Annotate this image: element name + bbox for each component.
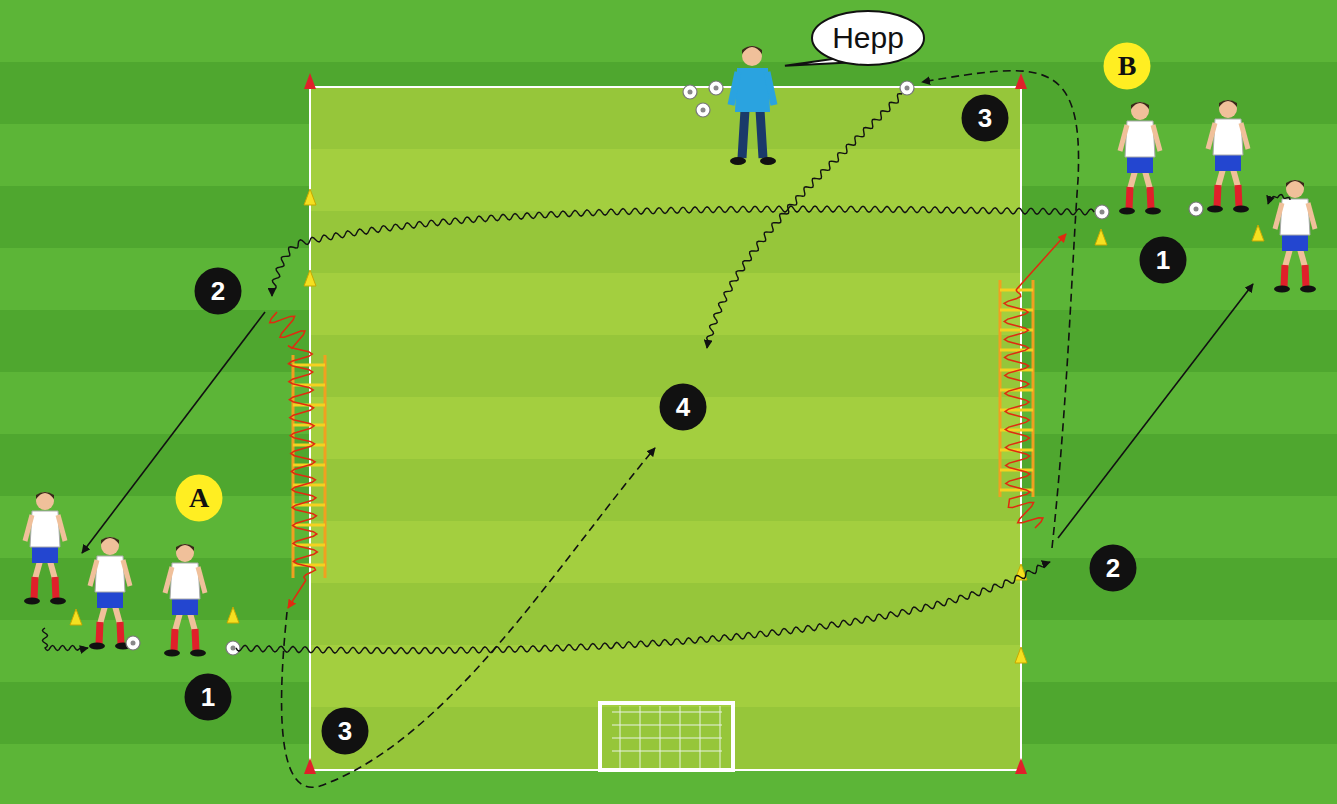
callout-number-text: 3 [978, 103, 992, 134]
callout-number: 2 [194, 267, 242, 315]
callout-number-text: 3 [338, 716, 352, 747]
player [89, 537, 131, 650]
callout-number: 4 [659, 383, 707, 431]
player [1119, 102, 1161, 215]
player [1274, 180, 1316, 293]
group-label: B [1103, 42, 1151, 90]
group-label: A [175, 474, 223, 522]
player [164, 544, 206, 657]
callout-number: 2 [1089, 544, 1137, 592]
callout-number-text: 2 [211, 276, 225, 307]
player [24, 492, 66, 605]
callout-number: 3 [961, 94, 1009, 142]
player [1207, 100, 1249, 213]
callout-number-text: 1 [201, 682, 215, 713]
callout-number-text: 4 [676, 392, 690, 423]
speech-bubble-text: Hepp [832, 21, 904, 55]
goalkeeper [730, 46, 776, 165]
callout-number: 1 [1139, 236, 1187, 284]
callout-number-text: 1 [1156, 245, 1170, 276]
speech-bubble: Hepp [811, 10, 925, 66]
callout-number: 3 [321, 707, 369, 755]
group-label-text: A [189, 482, 209, 514]
group-label-text: B [1118, 50, 1137, 82]
callout-number-text: 2 [1106, 553, 1120, 584]
callout-number: 1 [184, 673, 232, 721]
